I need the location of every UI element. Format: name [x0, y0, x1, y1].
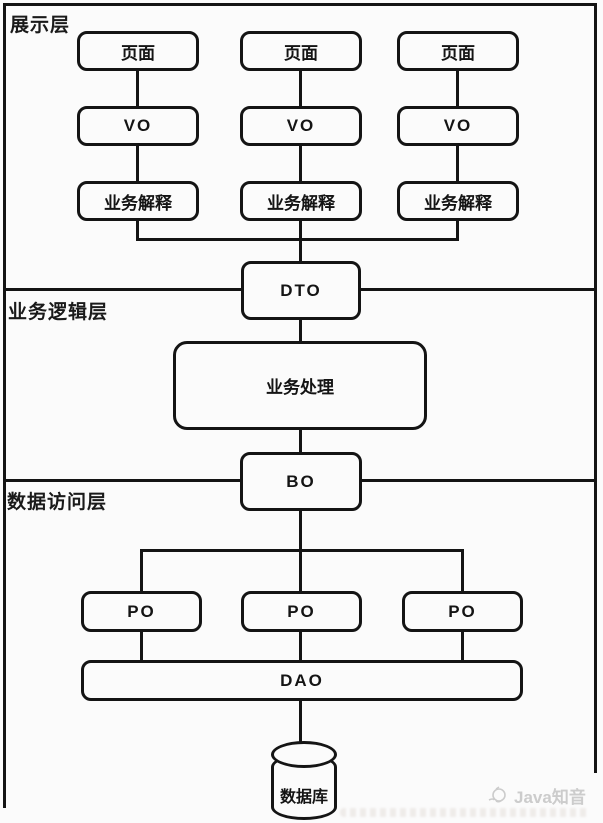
node-page-3: 页面 [397, 31, 519, 71]
connector-page3-vo3 [456, 70, 459, 107]
node-explain-2: 业务解释 [240, 181, 362, 221]
node-vo-2: VO [240, 106, 362, 146]
layer-label-business: 业务逻辑层 [8, 302, 109, 323]
connector-bus-po1 [140, 549, 143, 592]
node-explain-3: 业务解释 [397, 181, 519, 221]
database-cylinder-body [271, 754, 337, 820]
connector-explain1-bus [136, 220, 139, 241]
node-po-2: PO [241, 591, 362, 632]
node-vo-1: VO [77, 106, 199, 146]
illegible-faint-watermark [340, 808, 590, 817]
node-page-1: 页面 [77, 31, 199, 71]
connector-vo3-explain3 [456, 146, 459, 182]
node-bo: BO [240, 452, 362, 511]
database-cylinder: 数据库 [271, 741, 337, 821]
connector-page2-vo2 [299, 70, 302, 107]
connector-dto-process [299, 320, 302, 342]
connector-po3-dao [461, 631, 464, 661]
po-bus-line [140, 549, 464, 552]
database-cylinder-lid [271, 741, 337, 768]
watermark: Java知音 [487, 783, 586, 808]
node-business-process: 业务处理 [173, 341, 427, 430]
node-po-1: PO [81, 591, 202, 632]
database-label: 数据库 [279, 789, 328, 806]
connector-process-bo [299, 430, 302, 453]
connector-po1-dao [140, 631, 143, 661]
watermark-text: Java知音 [514, 788, 586, 807]
node-vo-3: VO [397, 106, 519, 146]
connector-vo2-explain2 [299, 146, 302, 182]
node-explain-1: 业务解释 [77, 181, 199, 221]
frame-top-border [3, 3, 597, 6]
node-dto: DTO [241, 261, 361, 320]
connector-po2-dao [299, 631, 302, 661]
frame-right-border [594, 3, 597, 773]
node-po-3: PO [402, 591, 523, 632]
node-dao: DAO [81, 660, 523, 701]
connector-explain3-bus [456, 220, 459, 241]
connector-explain2-dto [299, 220, 302, 262]
watermark-logo-icon [488, 785, 506, 802]
layer-label-presentation: 展示层 [10, 15, 71, 36]
layer-label-data-access: 数据访问层 [7, 492, 108, 513]
connector-bus-po3 [461, 549, 464, 592]
frame-left-border [3, 3, 6, 808]
connector-page1-vo1 [136, 70, 139, 107]
connector-vo1-explain1 [136, 146, 139, 182]
node-page-2: 页面 [240, 31, 362, 71]
presentation-bus-line [136, 238, 459, 241]
connector-dao-database [299, 700, 302, 743]
